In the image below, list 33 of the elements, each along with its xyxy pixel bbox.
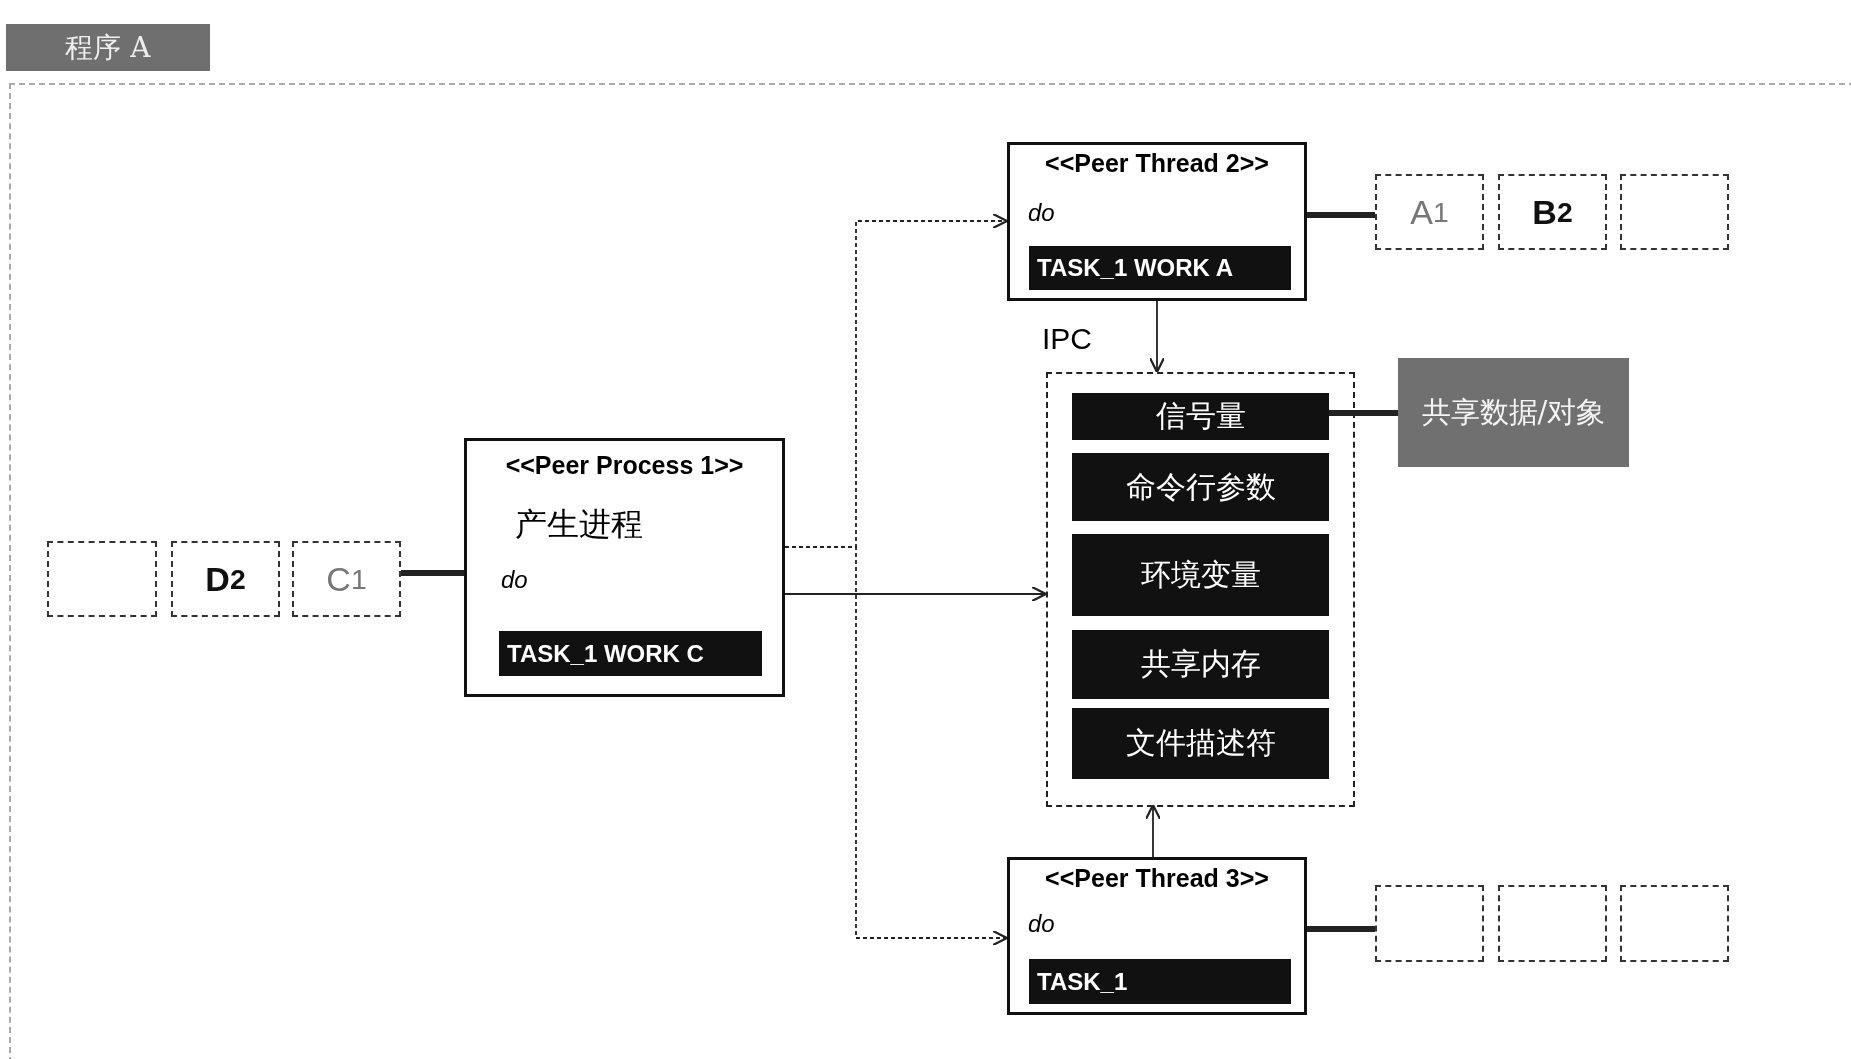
data-box — [1498, 885, 1607, 962]
ipc-item: 环境变量 — [1072, 534, 1329, 616]
frame-tab: 程序 A — [6, 24, 210, 71]
task-bar: TASK_1 WORK A — [1029, 246, 1291, 290]
data-box — [1620, 174, 1729, 250]
connector-line — [1307, 212, 1375, 218]
shared-data-box: 共享数据/对象 — [1398, 358, 1629, 467]
task-bar: TASK_1 WORK C — [499, 631, 762, 676]
ipc-item: 命令行参数 — [1072, 453, 1329, 521]
ipc-item: 共享内存 — [1072, 630, 1329, 699]
do-label: do — [1028, 199, 1055, 227]
ipc-item: 文件描述符 — [1072, 708, 1329, 779]
box-heading: <<Peer Thread 2>> — [1044, 149, 1270, 178]
box-heading: <<Peer Thread 3>> — [1044, 864, 1270, 893]
arrow — [1144, 803, 1162, 858]
connector-line — [401, 570, 464, 576]
group-label: IPC — [1042, 322, 1092, 356]
do-label: do — [501, 566, 528, 594]
process-box — [1007, 142, 1307, 301]
connector-line — [1307, 926, 1375, 932]
process-box — [1007, 857, 1307, 1015]
data-box — [1620, 885, 1729, 962]
arrow — [1148, 300, 1166, 374]
box-text: 产生进程 — [515, 504, 643, 545]
ipc-item: 信号量 — [1072, 393, 1329, 440]
data-box — [1375, 885, 1484, 962]
arrow — [784, 585, 1048, 603]
task-bar: TASK_1 — [1029, 959, 1291, 1004]
connector-line — [1329, 410, 1398, 416]
data-box — [47, 541, 157, 617]
process-box — [464, 438, 785, 697]
do-label: do — [1028, 910, 1055, 938]
box-heading: <<Peer Process 1>> — [504, 451, 745, 480]
